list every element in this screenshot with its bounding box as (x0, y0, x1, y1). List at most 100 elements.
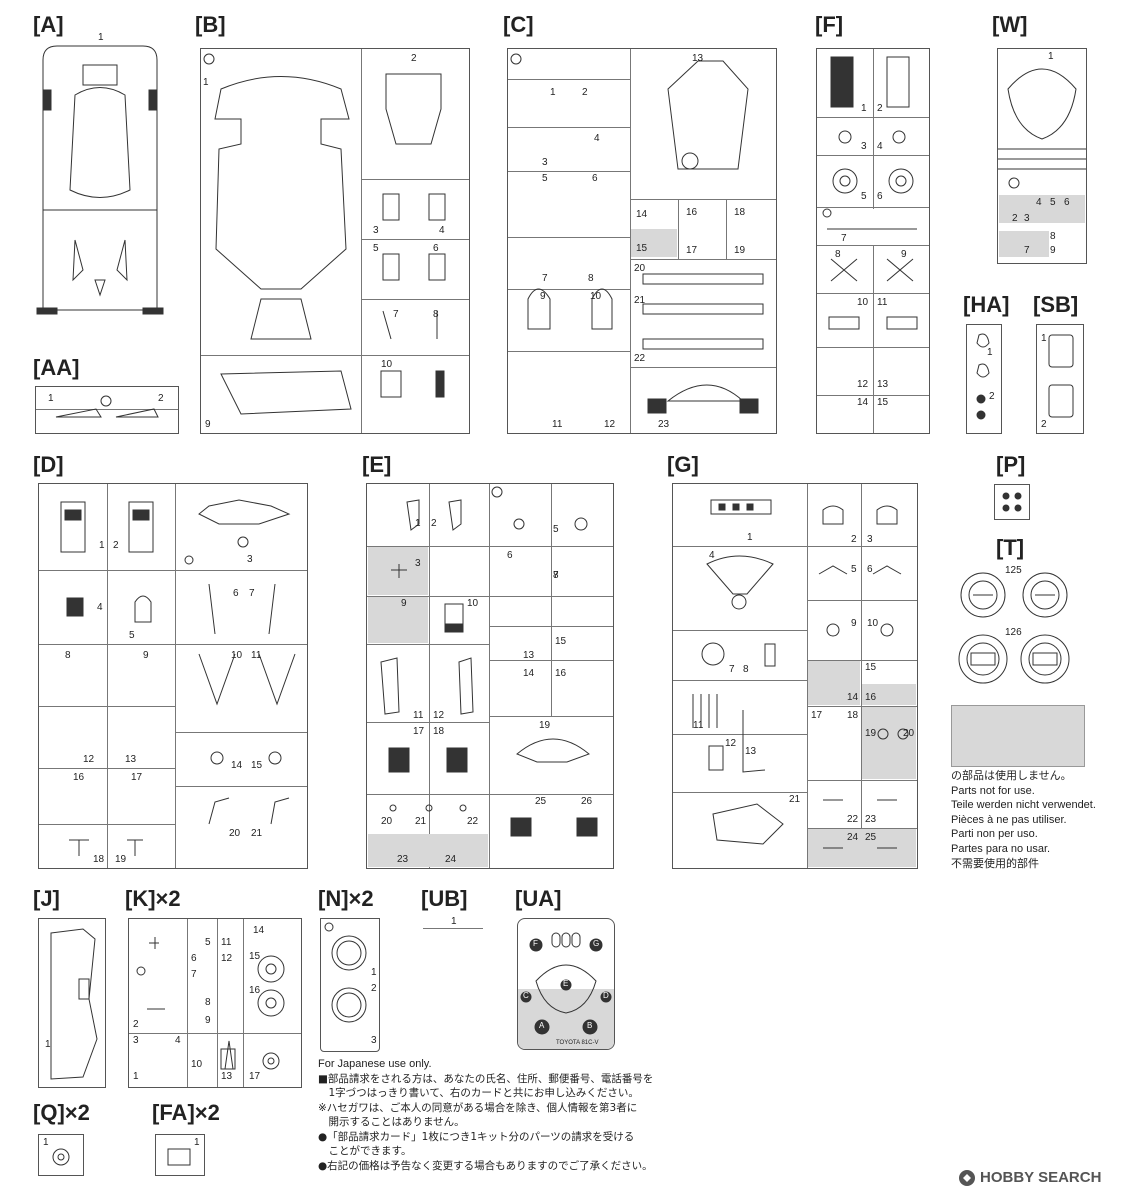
part-number: 19 (734, 245, 746, 256)
sprue-w: 1 2 3 4 5 6 7 8 9 (997, 48, 1087, 264)
part-number: 15 (555, 636, 567, 647)
sprue-g: 1 2 3 4 5 6 7 8 9 10 11 12 13 14 15 16 1… (672, 483, 918, 869)
part-number: 5 (542, 173, 548, 184)
hobby-search-logo-icon (959, 1170, 975, 1186)
part-number: 8 (743, 664, 749, 675)
part-number: 16 (686, 207, 698, 218)
part-number: 2 (989, 391, 995, 402)
part-number: 20 (229, 828, 241, 839)
part-number: 5 (205, 937, 211, 948)
sprue-label-j: [J] (33, 886, 60, 911)
part-number: 15 (251, 760, 263, 771)
part-number: 5 (851, 564, 857, 575)
sprue-a: 1 (35, 32, 165, 318)
part-number: 1 (133, 1071, 139, 1082)
sprue-b: 1 2 3 4 5 6 7 8 9 10 (200, 48, 470, 434)
part-number: 4 (877, 141, 883, 152)
part-number: 1 (48, 393, 54, 404)
part-number: 11 (552, 419, 563, 430)
unused-parts-swatch (951, 705, 1085, 767)
part-number: 3 (1024, 213, 1030, 224)
part-number: 12 (725, 738, 737, 749)
part-number: 6 (1064, 197, 1070, 208)
part-number: 20 (381, 816, 393, 827)
part-number: 24 (847, 832, 859, 843)
part-number: 16 (73, 772, 85, 783)
sprue-q: 1 (38, 1134, 84, 1176)
part-number: 16 (249, 985, 261, 996)
sprue-label-t: [T] (996, 535, 1025, 560)
sprue-ha: 1 2 (966, 324, 1002, 434)
sprue-ub: 1 (423, 916, 483, 932)
sprue-label-b: [B] (195, 12, 226, 37)
part-number: 4 (175, 1035, 181, 1046)
part-number: 12 (221, 953, 233, 964)
part-number: 23 (397, 854, 409, 865)
part-number: 10 (381, 359, 393, 370)
sprue-label-ub: [UB] (421, 886, 468, 911)
legend-line: 不需要使用的部件 (951, 857, 1039, 870)
part-number: 1 (415, 518, 421, 529)
part-number: 11 (693, 720, 704, 731)
part-number: 5 (1050, 197, 1056, 208)
part-number: 23 (865, 814, 877, 825)
part-number: 18 (734, 207, 746, 218)
note-line: ■部品請求をされる方は、あなたの氏名、住所、郵便番号、電話番号を (318, 1072, 654, 1085)
part-number: 6 (877, 191, 883, 202)
legend-line: Partes para no usar. (951, 842, 1051, 855)
sprue-label-e: [E] (362, 452, 392, 477)
part-number: 2 (371, 983, 377, 994)
part-number: 1 (861, 103, 867, 114)
part-number: 9 (851, 618, 857, 629)
part-number: 1 (203, 77, 209, 88)
part-number: 4 (594, 133, 600, 144)
part-number: 7 (729, 664, 735, 675)
part-number: 9 (901, 249, 907, 260)
sprue-label-w: [W] (992, 12, 1028, 37)
decal-caption: TOYOTA 81C-V (556, 1040, 599, 1046)
sprue-e: 1 2 3 5 6 7 8 9 10 11 12 13 14 15 16 17 … (366, 483, 614, 869)
part-number: 22 (634, 353, 646, 364)
part-number: 2 (431, 518, 437, 529)
part-number: 2 (582, 87, 588, 98)
legend-line: Parts not for use. (951, 784, 1035, 797)
part-number: 9 (540, 291, 546, 302)
sprue-f: 1 2 3 4 5 6 7 8 9 10 11 12 13 14 15 (816, 48, 930, 434)
part-number: 9 (1050, 245, 1056, 256)
part-number: 23 (658, 419, 670, 430)
part-number: 4 (709, 550, 715, 561)
part-number: 7 (249, 588, 255, 599)
part-number: 1 (98, 32, 104, 43)
part-number: 8 (205, 997, 211, 1008)
part-number: 1 (987, 347, 993, 358)
legend-line: Pièces à ne pas utiliser. (951, 813, 1067, 826)
part-number: 12 (604, 419, 616, 430)
part-number: 5 (129, 630, 135, 641)
sprue-k: 1 2 3 4 5 6 7 8 9 10 11 12 13 14 15 16 1… (128, 918, 302, 1088)
sprue-sb: 1 2 (1036, 324, 1084, 434)
part-number: 8 (65, 650, 71, 661)
part-number: 20 (634, 263, 646, 274)
part-number: 3 (415, 558, 421, 569)
sprue-label-p: [P] (996, 452, 1026, 477)
sprue-d: 1 2 3 4 5 6 7 8 9 10 11 12 13 14 15 16 1… (38, 483, 308, 869)
part-number: 13 (877, 379, 889, 390)
sprue-label-a: [A] (33, 12, 64, 37)
part-number: 14 (523, 668, 535, 679)
sprue-label-ha: [HA] (963, 292, 1010, 317)
part-number: 2 (133, 1019, 139, 1030)
part-number: 11 (251, 650, 262, 661)
part-number: 7 (393, 309, 399, 320)
note-line: 開示することはありません。 (318, 1116, 465, 1129)
legend-line: の部品は使用しません。 (951, 770, 1072, 782)
part-number: 9 (401, 598, 407, 609)
part-number: 6 (233, 588, 239, 599)
part-number: 6 (433, 243, 439, 254)
part-number: 21 (789, 794, 801, 805)
part-number: 18 (847, 710, 859, 721)
part-number: 17 (686, 245, 698, 256)
part-number: 26 (581, 796, 593, 807)
part-number: 13 (523, 650, 535, 661)
sprue-label-sb: [SB] (1033, 292, 1079, 317)
part-number: 8 (588, 273, 594, 284)
